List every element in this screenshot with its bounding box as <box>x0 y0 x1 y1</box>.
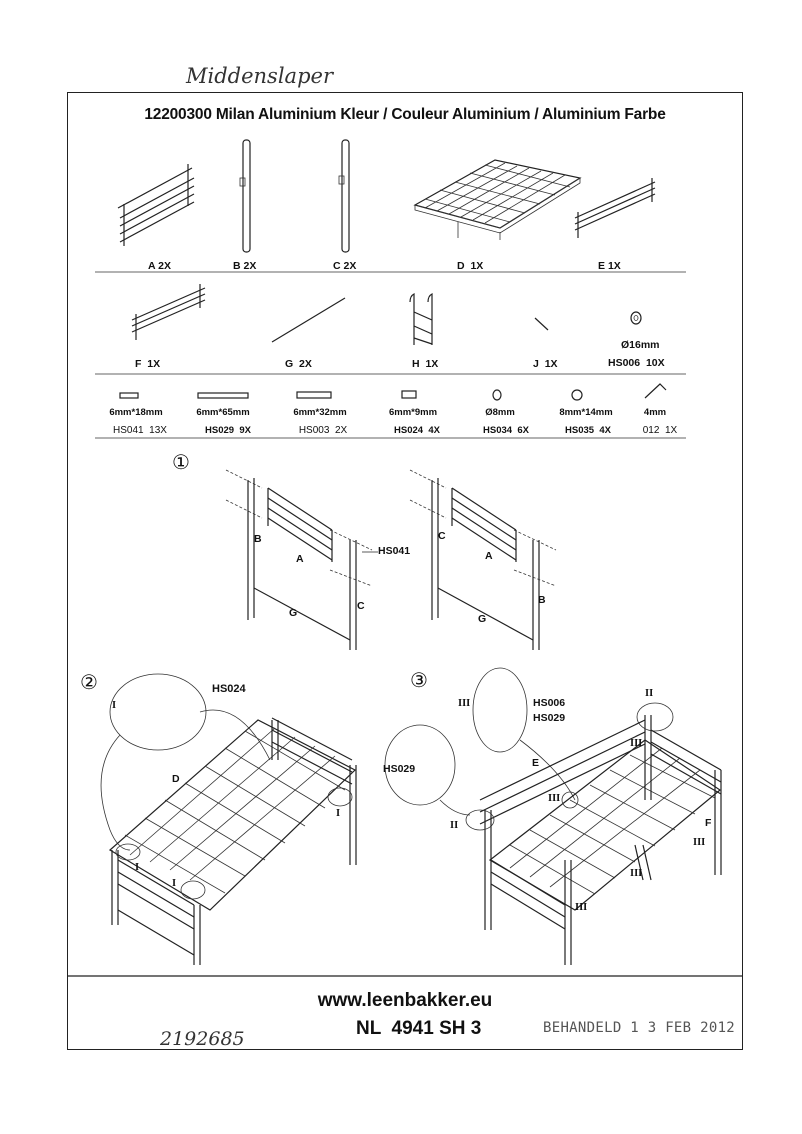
part-e-label: E 1X <box>598 260 621 272</box>
step1-label-c-left: C <box>357 600 365 612</box>
step1-left-drawing <box>225 469 378 650</box>
step2-label-hs024: HS024 <box>212 683 246 695</box>
hardware-size-1: 6mm*18mm <box>109 407 163 418</box>
part-c-drawing <box>338 139 350 253</box>
part-h-drawing <box>409 293 433 345</box>
hardware-drawings <box>119 383 667 401</box>
part-d-drawing <box>413 159 582 240</box>
step1-label-g-left: G <box>289 607 298 619</box>
step3-label-ii-left: II <box>450 820 459 831</box>
part-a-drawing <box>117 164 195 246</box>
step1-label-g-right: G <box>478 613 487 625</box>
document-title: 12200300 Milan Aluminium Kleur / Couleur… <box>144 106 666 123</box>
step3-label-hs006: HS006 <box>533 697 566 709</box>
hardware-code-3: HS003 2X <box>298 425 348 436</box>
step2-label-roman-i: I <box>112 700 117 711</box>
step1-label-hs041: HS041 <box>378 545 411 557</box>
step2-label-d: D <box>172 773 180 785</box>
part-g-drawing <box>271 297 346 343</box>
step3-label-hs029-top: HS029 <box>533 712 566 724</box>
hardware-size-6: 8mm*14mm <box>559 407 613 418</box>
step2-label-i-left: I <box>135 862 140 873</box>
part-b-drawing <box>239 139 251 253</box>
step2-label-i-front: I <box>172 878 177 889</box>
step3-label-iii-bottom: III <box>630 868 643 879</box>
step3-label-f: F <box>705 817 712 829</box>
hardware-size-2: 6mm*65mm <box>196 407 250 418</box>
step-2-number: ② <box>80 672 98 694</box>
step3-label-iii-mid: III <box>548 793 561 804</box>
hardware-code-1: HS041 13X <box>113 425 167 436</box>
footer-website: www.leenbakker.eu <box>317 990 493 1011</box>
step3-drawing <box>384 667 722 965</box>
part-e-drawing <box>574 178 656 238</box>
step3-label-ii-top-right: II <box>645 688 654 699</box>
footer-article-code: NL 4941 SH 3 <box>356 1018 482 1039</box>
step1-right-drawing <box>409 469 557 650</box>
hardware-size-3: 6mm*32mm <box>293 407 347 418</box>
step2-drawing <box>100 673 357 965</box>
hardware-code-5: HS034 6X <box>483 425 529 436</box>
part-j-drawing <box>534 317 549 331</box>
washer-code-label: HS006 10X <box>608 357 665 369</box>
step3-label-hs029-left: HS029 <box>383 763 416 775</box>
part-f-label: F 1X <box>135 358 161 370</box>
hardware-size-5: Ø8mm <box>485 407 515 418</box>
step-1-number: ① <box>172 452 190 474</box>
washer-size-label: Ø16mm <box>621 339 660 351</box>
step3-label-iii-front: III <box>575 902 588 913</box>
hardware-size-7: 4mm <box>643 407 667 418</box>
step1-label-a-left: A <box>296 553 304 565</box>
step1-label-c-right: C <box>438 530 446 542</box>
hardware-size-4: 6mm*9mm <box>388 407 438 418</box>
step3-label-iii-right: III <box>630 738 643 749</box>
step3-label-iii-far-right: III <box>693 837 706 848</box>
part-a-label: A 2X <box>148 260 171 272</box>
part-h-label: H 1X <box>412 358 439 370</box>
handwritten-note-top: Middenslaper <box>186 64 333 88</box>
hardware-code-2: HS029 9X <box>205 425 251 436</box>
part-f-drawing <box>131 284 206 340</box>
part-c-label: C 2X <box>333 260 357 272</box>
step-3-number: ③ <box>410 670 428 692</box>
hardware-code-4: HS024 4X <box>394 425 440 436</box>
step1-label-a-right: A <box>485 550 493 562</box>
step3-label-e: E <box>532 757 540 769</box>
hardware-code-6: HS035 4X <box>565 425 611 436</box>
step2-label-i-right: I <box>336 808 341 819</box>
step3-label-iii-top: III <box>458 698 471 709</box>
part-b-label: B 2X <box>233 260 257 272</box>
received-stamp: BEHANDELD 1 3 FEB 2012 <box>543 1020 736 1036</box>
document-frame <box>67 92 743 1050</box>
hardware-code-7: 012 1X <box>642 425 678 436</box>
step1-label-b-right: B <box>538 594 546 606</box>
part-g-label: G 2X <box>285 358 312 370</box>
part-d-label: D 1X <box>457 260 484 272</box>
part-j-label: J 1X <box>533 358 558 370</box>
step1-label-b-left: B <box>254 533 262 545</box>
washer-drawing <box>630 311 642 325</box>
handwritten-number: 2192685 <box>160 1028 245 1050</box>
